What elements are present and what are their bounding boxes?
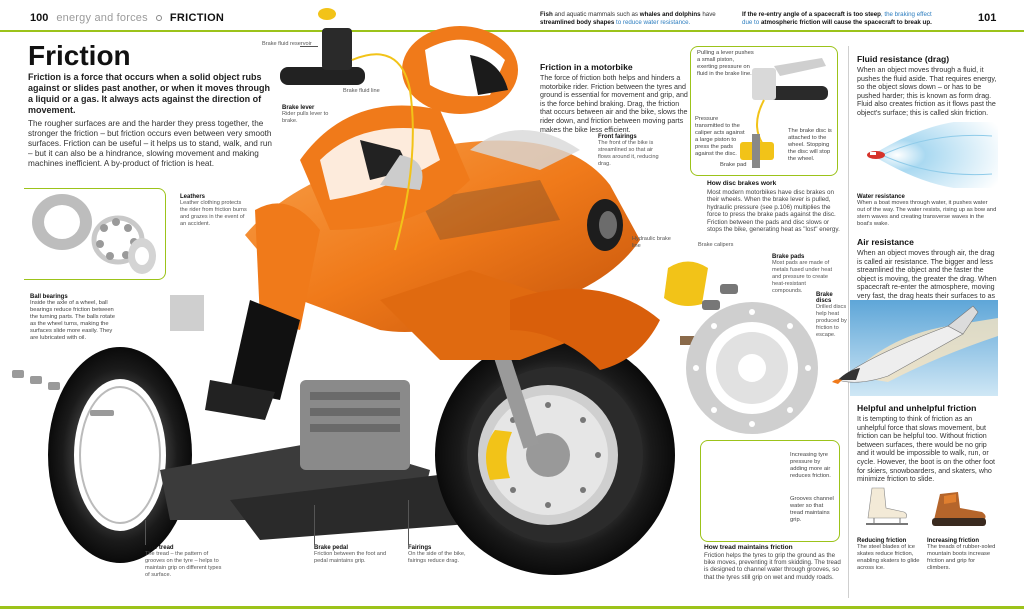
label-brake-fluid-reservoir: Brake fluid reservoir [262,41,312,47]
increasing-friction-caption: Increasing friction The treads of rubber… [927,538,996,571]
tread-callout-top: Increasing tyre pressure by adding more … [790,452,831,479]
left-page-header: 100 energy and forces FRICTION [30,12,224,24]
fact-fish: Fish and aquatic mammals such as whales … [540,11,716,26]
disc-callout-right: The brake disc is attached to the wheel.… [788,128,832,162]
ball-bearings-panel [24,188,166,280]
intro-lead: Friction is a force that occurs when a s… [28,72,271,115]
label-brake-lever: Brake lever Rider pulls lever to brake. [282,105,329,124]
water-resistance-caption: Water resistance When a boat moves throu… [857,194,997,227]
mountain-boot-icon [932,492,986,526]
page-title: Friction [28,40,131,71]
label-brake-pads: Brake pads Most pads are made of metals … [772,254,833,294]
front-wheel [435,335,675,575]
right-page-number: 101 [978,12,997,24]
label-fairings: Fairings On the side of the bike, fairin… [408,545,466,564]
label-brake-pedal: Brake pedal Friction between the foot an… [314,545,387,564]
tread-text: How tread maintains friction Friction he… [704,544,841,581]
disc-callout-pad: Brake pad [720,162,747,168]
motorbike-text: Friction in a motorbike The force of fri… [540,62,688,134]
reducing-friction-caption: Reducing friction The steel blades of ic… [857,538,920,571]
disc-brakes-text: How disc brakes work Most modern motorbi… [707,180,840,234]
disc-callout-top: Pulling a lever pushes a small piston, e… [697,50,754,77]
ball-bearings [32,194,156,274]
label-brake-calipers: Brake calipers [698,242,734,248]
footer-rule [0,606,1024,609]
label-tyre-tread: Tyre tread The tread – the pattern of gr… [145,545,222,578]
tread-callout-bottom: Grooves channel water so that tread main… [790,496,834,523]
topic-name: FRICTION [169,12,225,24]
ball-bearings-caption: Ball bearings Inside the axle of a wheel… [30,294,115,341]
section-name: energy and forces [56,12,148,24]
spacecraft-illustration [832,300,998,396]
brake-disc [686,302,818,434]
ice-skate-icon [866,487,908,525]
water-resistance-illustration [867,122,998,188]
label-front-fairings: Front fairings The front of the bike is … [598,134,659,167]
disc-callout-left: Pressure transmitted to the caliper acts… [695,116,745,157]
intro-body: The rougher surfaces are and the harder … [28,119,272,168]
label-brake-fluid-line: Brake fluid line [343,88,380,94]
brake-lever-diagram [740,58,828,168]
label-leathers: Leathers Leather clothing protects the r… [180,194,247,227]
fact-spacecraft: If the re-entry angle of a spacecraft is… [742,11,932,26]
tread-panel [700,440,840,542]
rider [205,26,518,420]
fluid-resistance-text: Fluid resistance (drag) When an object m… [857,54,997,117]
bullet-icon [155,15,162,21]
label-hydraulic-brake-line: Hydraulic brake line [632,236,671,249]
label-brake-discs: Brake discs Drilled discs help heat prod… [816,292,847,338]
helpful-friction-text: Helpful and unhelpful friction It is tem… [857,403,996,484]
rear-wheel [48,347,192,563]
header-rule [0,30,1024,32]
left-page-number: 100 [30,12,49,24]
